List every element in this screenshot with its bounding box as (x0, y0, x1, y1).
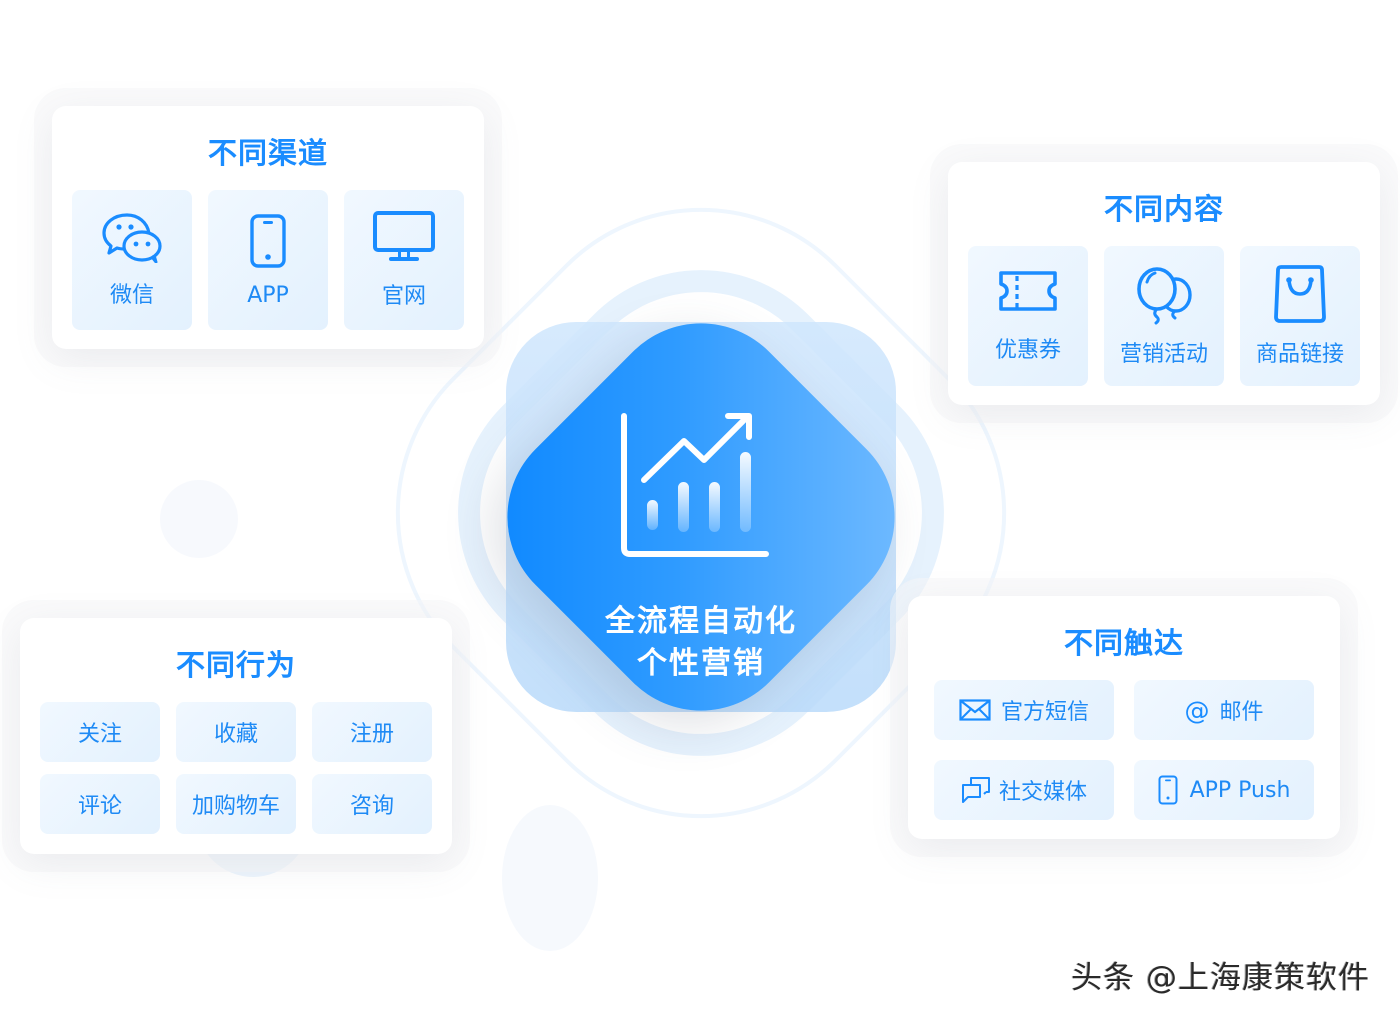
center-title-line1: 全流程自动化 (605, 604, 797, 639)
content-tile-product-link[interactable]: 商品链接 (1240, 246, 1360, 386)
reach-title: 不同触达 (1063, 626, 1184, 660)
channels-card: 不同渠道 微信 APP 官网 (52, 106, 484, 349)
reach-label: 邮件 (1219, 700, 1264, 725)
content-title: 不同内容 (1103, 192, 1224, 226)
reach-tile-email[interactable]: @ 邮件 (1134, 680, 1314, 740)
channel-tile-app[interactable]: APP (208, 190, 328, 330)
reach-tile-sms[interactable]: 官方短信 (934, 680, 1114, 740)
content-label: 商品链接 (1255, 342, 1344, 367)
behavior-label: 注册 (349, 722, 394, 747)
behavior-tile-add-to-cart[interactable]: 加购物车 (176, 774, 296, 834)
behavior-label: 评论 (77, 794, 122, 819)
behavior-tile-inquiry[interactable]: 咨询 (312, 774, 432, 834)
channels-title: 不同渠道 (207, 136, 328, 170)
behavior-tile-favorite[interactable]: 收藏 (176, 702, 296, 762)
reach-tile-app-push[interactable]: APP Push (1134, 760, 1314, 820)
center-title-line2: 个性营销 (637, 646, 765, 681)
behavior-label: 收藏 (213, 722, 258, 747)
balloons-icon (1137, 267, 1192, 325)
behavior-label: 关注 (77, 722, 122, 747)
growth-chart-icon (621, 413, 769, 557)
monitor-icon (373, 211, 435, 261)
behavior-tile-follow[interactable]: 关注 (40, 702, 160, 762)
reach-card: 不同触达 官方短信 @ 邮件 社交媒体 APP Push (908, 596, 1340, 839)
reach-label: 社交媒体 (998, 780, 1087, 805)
center-hub: 全流程自动化 个性营销 (467, 283, 935, 751)
smartphone-icon (1158, 775, 1178, 805)
watermark: 头条 @上海康策软件 (1071, 960, 1370, 996)
channel-label: 微信 (109, 283, 154, 308)
content-tile-coupon[interactable]: 优惠券 (968, 246, 1088, 386)
wechat-icon (102, 213, 162, 263)
behavior-title: 不同行为 (175, 648, 296, 682)
shopping-bag-icon (1274, 265, 1326, 323)
reach-label: 官方短信 (1000, 700, 1089, 725)
behavior-label: 加购物车 (191, 794, 280, 819)
at-sign-icon: @ (1184, 695, 1210, 725)
smartphone-icon (250, 213, 286, 268)
ticket-icon (999, 271, 1057, 311)
reach-tile-social-media[interactable]: 社交媒体 (934, 760, 1114, 820)
behavior-label: 咨询 (349, 794, 394, 819)
channel-label: APP (247, 282, 289, 308)
channel-label: 官网 (381, 284, 426, 309)
behavior-tile-comment[interactable]: 评论 (40, 774, 160, 834)
reach-label: APP Push (1189, 777, 1291, 803)
behavior-card: 不同行为 关注 收藏 注册 评论 加购物车 咨询 (20, 618, 452, 854)
behavior-tile-register[interactable]: 注册 (312, 702, 432, 762)
content-label: 优惠券 (994, 338, 1061, 363)
channel-tile-website[interactable]: 官网 (344, 190, 464, 330)
channel-tile-wechat[interactable]: 微信 (72, 190, 192, 330)
content-label: 营销活动 (1119, 342, 1208, 367)
content-tile-campaign[interactable]: 营销活动 (1104, 246, 1224, 386)
content-card: 不同内容 优惠券 营销活动 商品链接 (948, 162, 1380, 405)
bg-circle-bottom (502, 805, 598, 951)
bg-circle-left (160, 480, 238, 558)
chat-bubbles-icon (961, 777, 990, 803)
envelope-icon (959, 699, 991, 721)
